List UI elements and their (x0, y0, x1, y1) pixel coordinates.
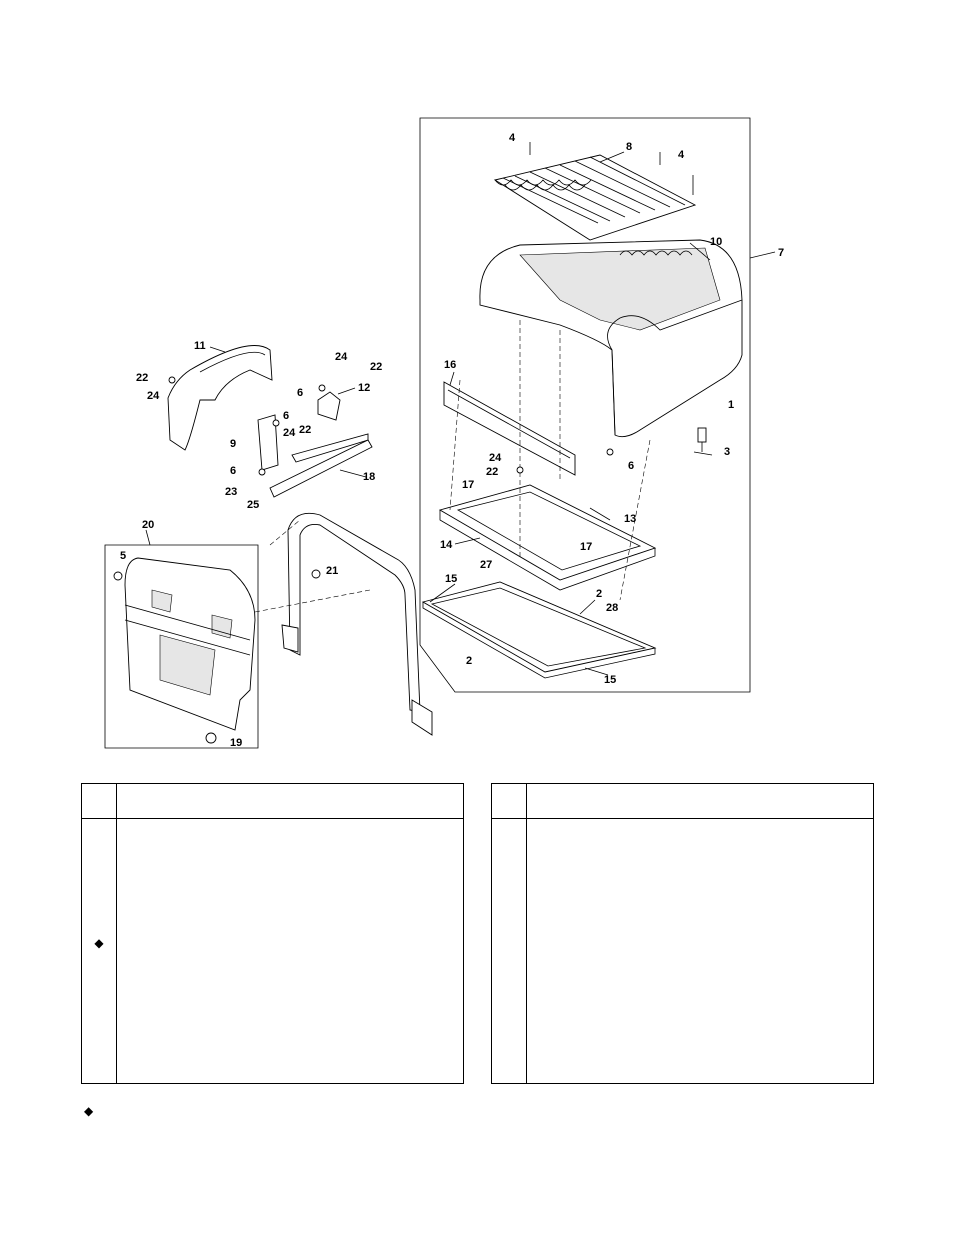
callout-16: 16 (444, 359, 456, 371)
callout-28: 28 (606, 602, 618, 614)
table-header (492, 784, 873, 819)
callout-20: 20 (142, 519, 154, 531)
washer (168, 376, 176, 384)
callout-10: 10 (710, 236, 722, 248)
callout-25: 25 (247, 499, 259, 511)
seat-frame (438, 484, 657, 591)
callout-14: 14 (440, 539, 453, 551)
nut (311, 569, 321, 579)
callout-24: 24 (147, 390, 160, 402)
callout-17: 17 (462, 479, 474, 491)
foot (205, 732, 217, 744)
front-panel (124, 557, 256, 731)
washer (272, 419, 280, 427)
washer (318, 384, 326, 392)
washer (258, 468, 266, 476)
exploded-parts-diagram: 4 8 4 10 7 16 1 3 6 24 22 17 13 14 17 27… (104, 117, 784, 749)
callout-2: 2 (466, 655, 472, 667)
callout-19: 19 (230, 737, 242, 749)
callout-18: 18 (363, 471, 375, 483)
parts-table-left: ◆ (81, 783, 464, 1084)
callout-22: 22 (486, 466, 498, 478)
callout-15: 15 (445, 573, 457, 585)
column-divider (116, 784, 117, 1083)
callout-6: 6 (297, 387, 303, 399)
callout-24: 24 (489, 452, 502, 464)
callout-22: 22 (136, 372, 148, 384)
footnote-marker: ◆ (84, 1104, 94, 1118)
callout-17: 17 (580, 541, 592, 553)
front-panel-outline (104, 544, 259, 749)
hinge-plate (443, 381, 576, 476)
callout-6: 6 (628, 460, 634, 472)
callout-1: 1 (728, 399, 734, 411)
corrugated-cover (493, 154, 697, 241)
parts-table-right (491, 783, 874, 1084)
callout-27: 27 (480, 559, 492, 571)
table-header (82, 784, 463, 819)
roll-frame (281, 512, 433, 736)
callout-24: 24 (283, 427, 296, 439)
bottom-tray (421, 581, 657, 679)
callout-2: 2 (596, 588, 602, 600)
column-divider (526, 784, 527, 1083)
callout-13: 13 (624, 513, 636, 525)
latch (693, 427, 713, 456)
row-marker: ◆ (94, 936, 104, 950)
callout-6: 6 (283, 410, 289, 422)
callout-8: 8 (626, 141, 632, 153)
callout-23: 23 (225, 486, 237, 498)
callout-22: 22 (299, 424, 311, 436)
cross-member (269, 433, 373, 498)
callout-15: 15 (604, 674, 616, 686)
callout-7: 7 (778, 247, 784, 259)
mount-plate (257, 414, 279, 471)
callout-24: 24 (335, 351, 348, 363)
callout-12: 12 (358, 382, 370, 394)
callout-11: 11 (194, 340, 206, 352)
callout-4: 4 (678, 149, 685, 161)
seat-assembly-outline (419, 117, 751, 693)
seat-box (479, 239, 743, 438)
left-shroud (167, 345, 273, 451)
washer (516, 466, 524, 474)
callout-21: 21 (326, 565, 338, 577)
callout-9: 9 (230, 438, 236, 450)
grommet (113, 571, 123, 581)
callout-5: 5 (120, 550, 126, 562)
callout-4: 4 (509, 132, 516, 144)
callout-22: 22 (370, 361, 382, 373)
bracket (317, 391, 341, 421)
callout-3: 3 (724, 446, 730, 458)
washer (606, 448, 614, 456)
callout-6: 6 (230, 465, 236, 477)
